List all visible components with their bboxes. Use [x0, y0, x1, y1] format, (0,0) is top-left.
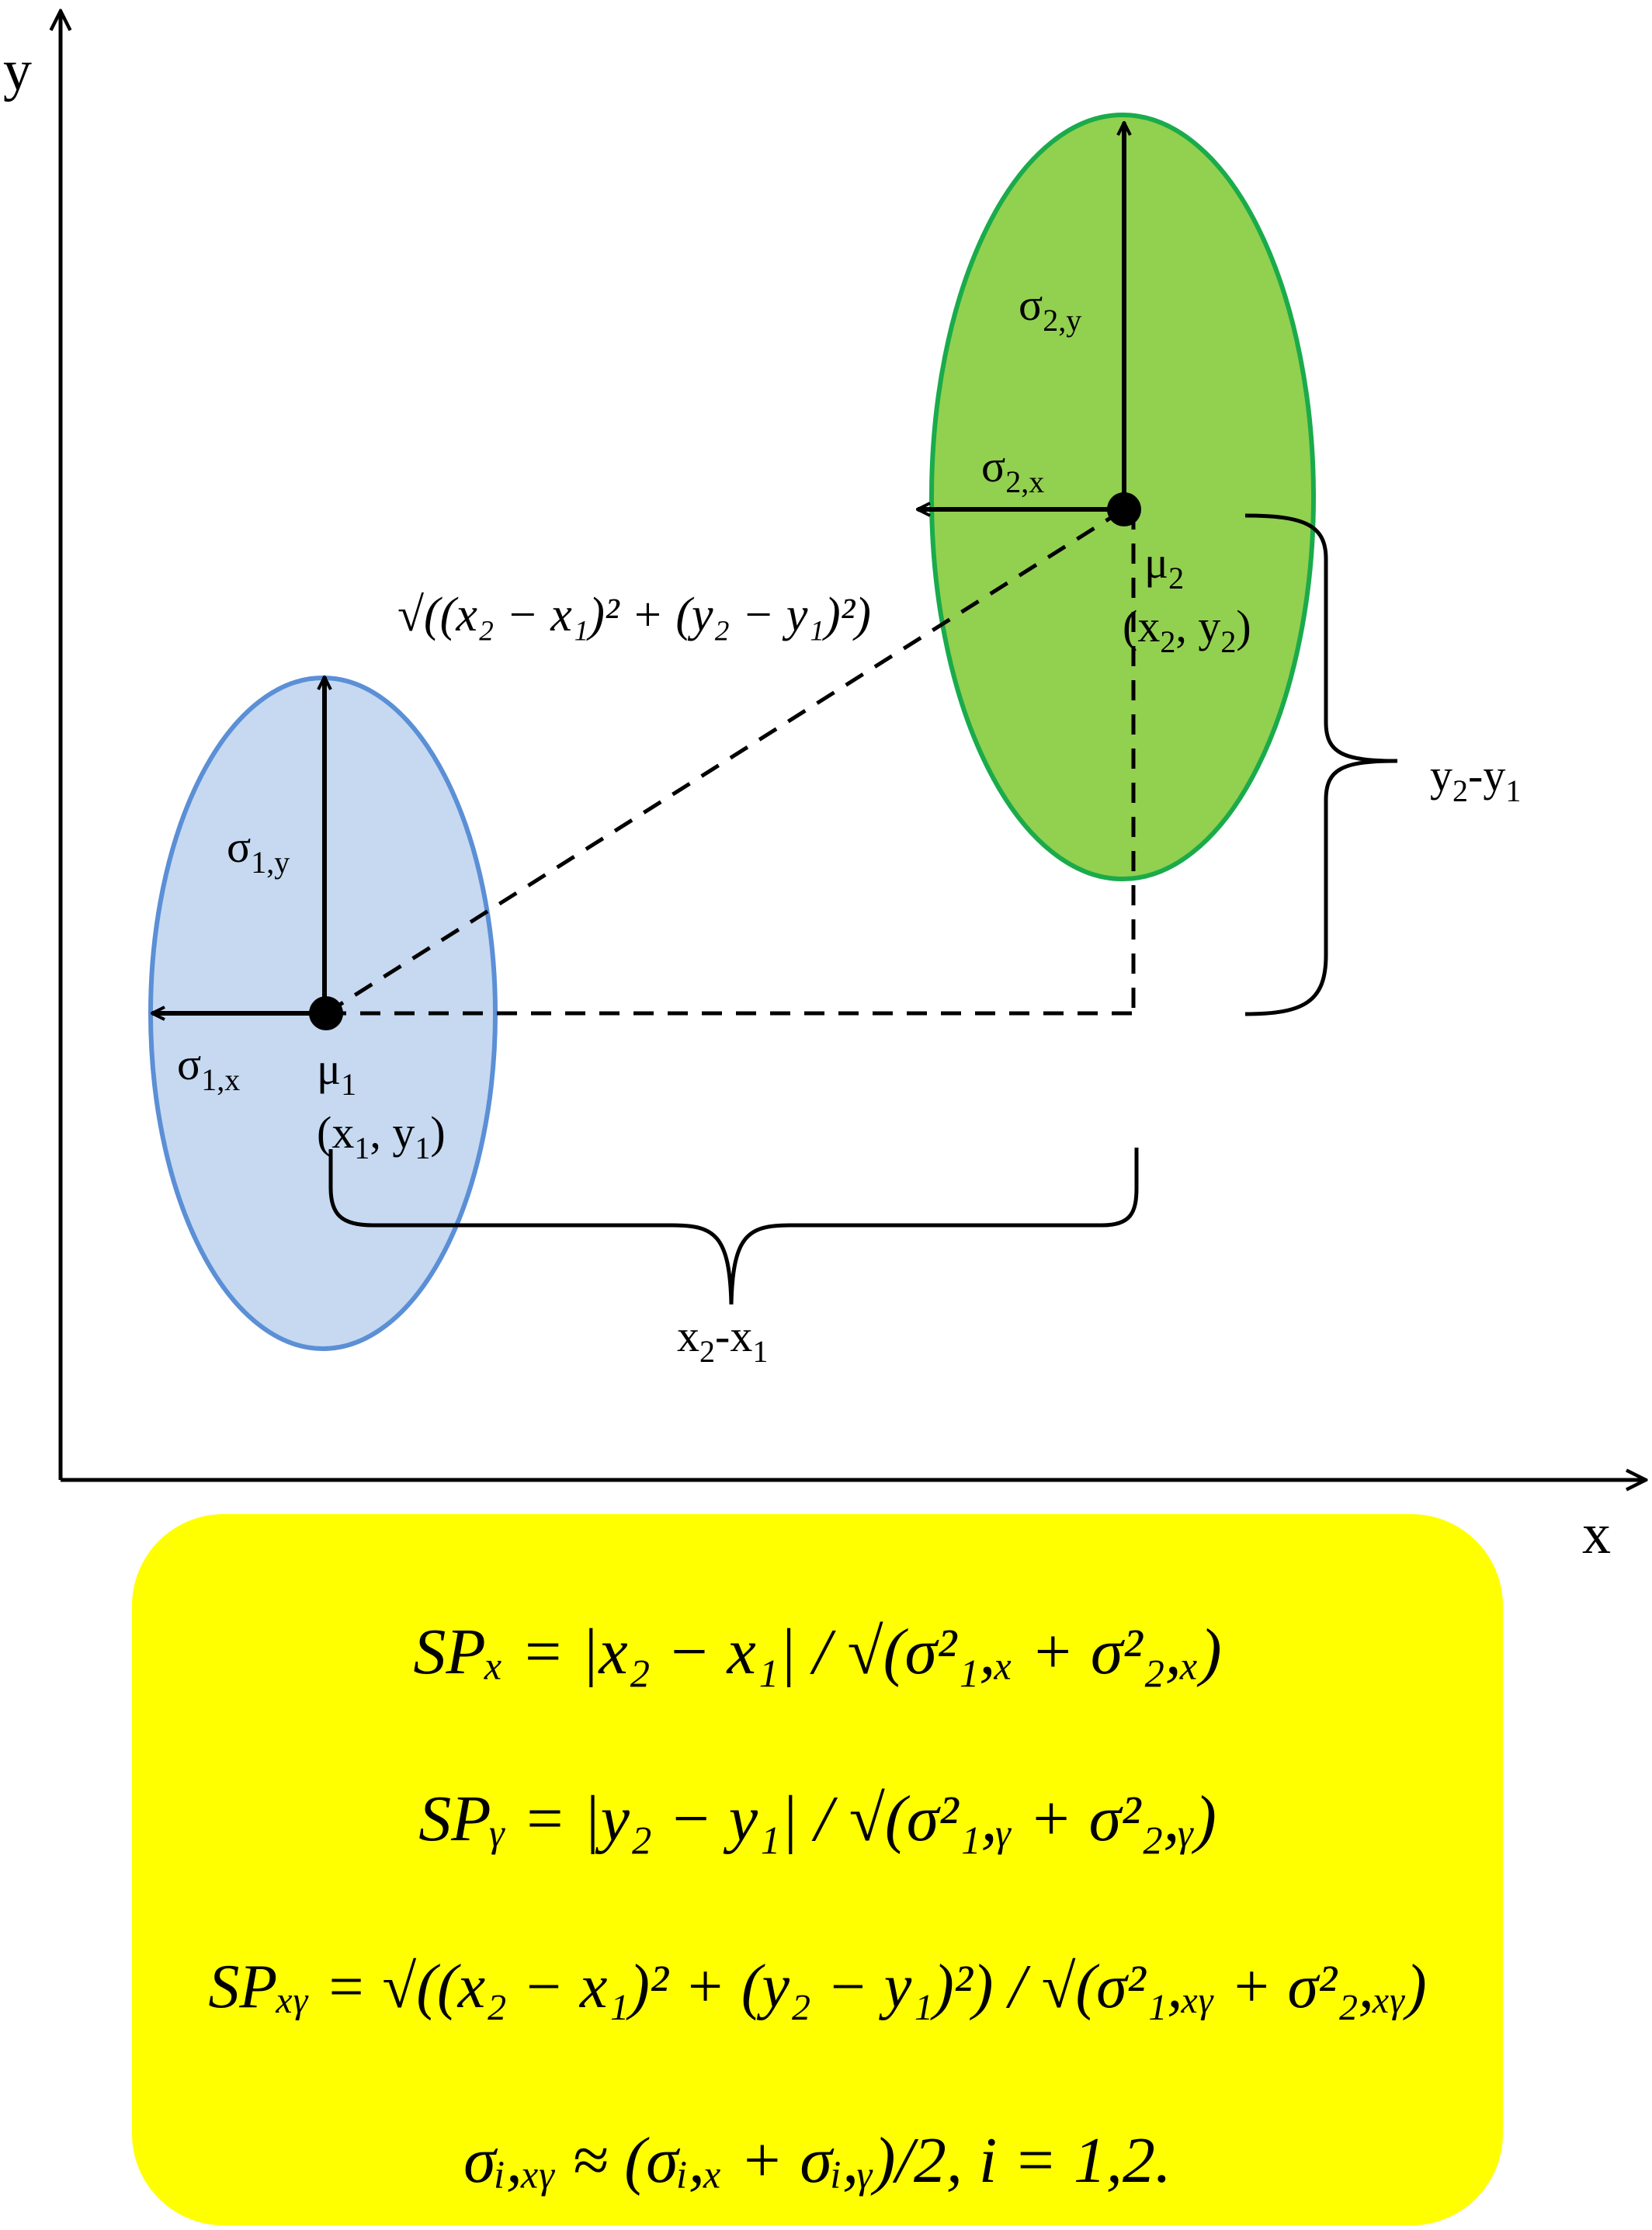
dx-label: x2-x1 — [677, 1311, 768, 1369]
formula-spy: SPᵧ = |y₂ − y₁| / √(σ²₁,ᵧ + σ²₂,ᵧ) — [418, 1783, 1216, 1855]
mu1-point — [309, 996, 343, 1030]
formula-box — [132, 1514, 1503, 2225]
mu1-label: μ1 — [317, 1044, 356, 1102]
mu1-coordinates: (x1, y1) — [317, 1107, 446, 1165]
mu2-coordinates: (x2, y2) — [1123, 601, 1251, 659]
sigma1y-label: σ1,y — [227, 821, 290, 880]
x-axis-label: x — [1582, 1502, 1611, 1566]
mu2-point — [1107, 492, 1141, 526]
formula-spxy: SPₓᵧ = √((x₂ − x₁)² + (y₂ − y₁)²) / √(σ²… — [208, 1953, 1426, 2021]
mu2-label: μ2 — [1144, 537, 1184, 596]
sigma2x-label: σ2,x — [981, 441, 1044, 499]
distance-formula: √((x₂ − x₁)² + (y₂ − y₁)²) — [397, 589, 871, 641]
distance-dashed-line — [324, 507, 1126, 1016]
dx-brace — [328, 1148, 1139, 1305]
sigma2y-label: σ2,y — [1019, 280, 1081, 338]
sigma1x-label: σ1,x — [177, 1039, 240, 1097]
formula-spx: SPₓ = |x₂ − x₁| / √(σ²₁,ₓ + σ²₂,ₓ) — [413, 1616, 1221, 1688]
dy-brace — [1244, 513, 1398, 1016]
formula-sigma-average: σᵢ,ₓᵧ ≈ (σᵢ,ₓ + σᵢ,ᵧ)/2, i = 1,2. — [463, 2124, 1171, 2197]
y-axis-label: y — [3, 39, 32, 102]
dy-label: y2-y1 — [1430, 750, 1521, 808]
